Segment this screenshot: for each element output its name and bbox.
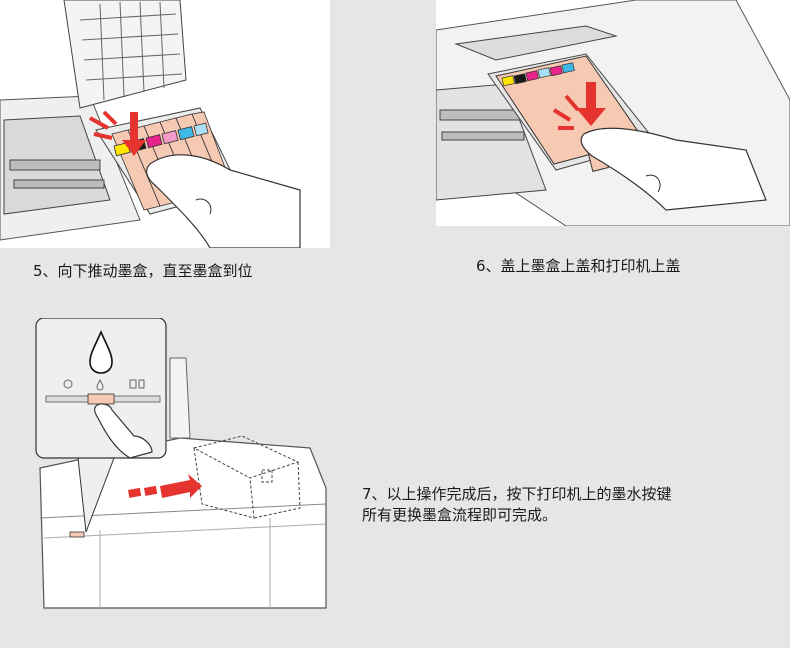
step5-caption: 5、向下推动墨盒，直至墨盒到位 <box>33 262 253 280</box>
step7-illustration <box>30 318 340 618</box>
ink-button-icon <box>129 379 137 389</box>
step5-illustration <box>0 0 330 248</box>
ink-drop-icon <box>89 330 113 374</box>
step6-caption: 6、盖上墨盒上盖和打印机上盖 <box>476 257 681 275</box>
power-icon <box>63 379 73 389</box>
step7-caption: 7、以上操作完成后，按下打印机上的墨水按键 所有更换墨盒流程即可完成。 <box>362 484 672 526</box>
step7-caption-line1: 7、以上操作完成后，按下打印机上的墨水按键 <box>362 485 672 503</box>
step7-caption-line2: 所有更换墨盒流程即可完成。 <box>362 506 558 524</box>
hand-icon <box>146 154 301 248</box>
hand-icon <box>94 403 153 459</box>
hand-icon <box>580 127 767 211</box>
step6-illustration <box>436 0 790 226</box>
